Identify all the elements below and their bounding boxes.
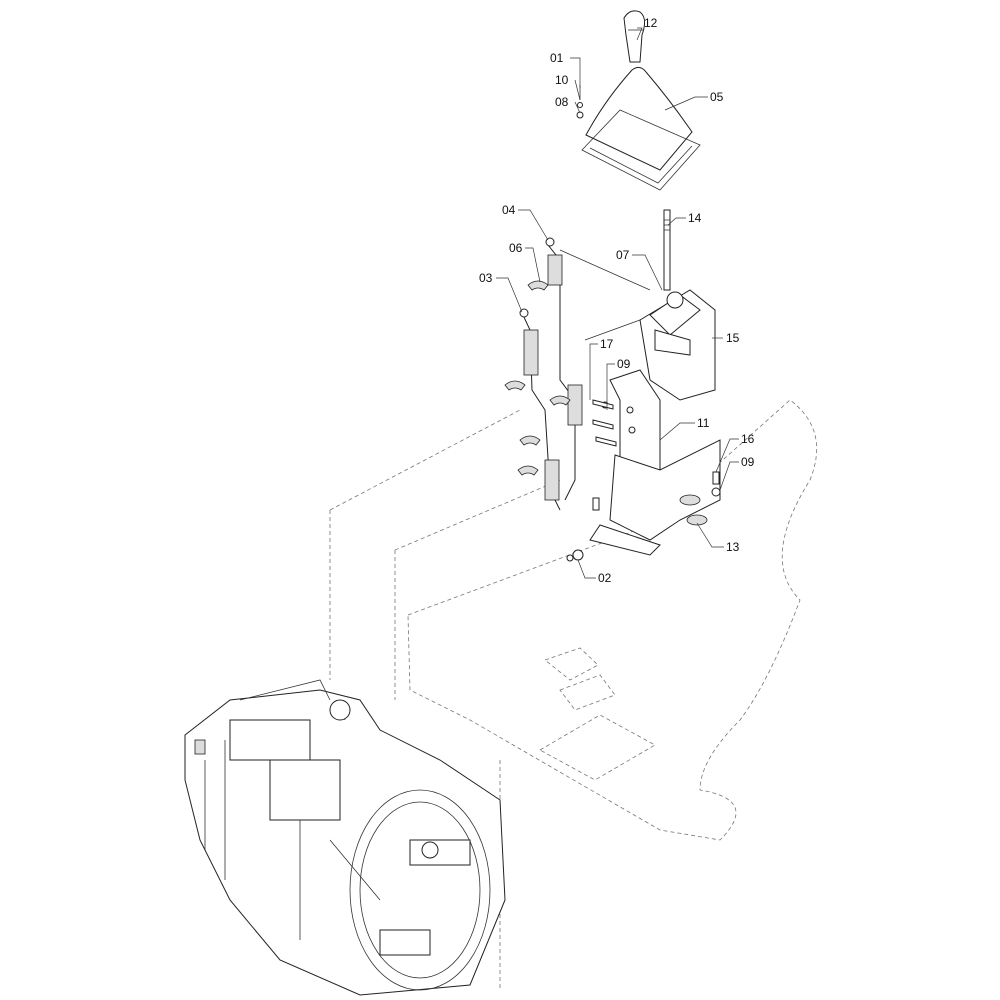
shift-boot	[581, 66, 701, 191]
floor-panel	[407, 399, 817, 841]
callout-02: 02	[598, 571, 612, 585]
shift-lever	[663, 209, 671, 291]
callout-10: 10	[555, 73, 569, 87]
shift-cables	[519, 237, 651, 511]
callout-03: 03	[479, 271, 493, 285]
callout-06: 06	[509, 241, 523, 255]
callout-08: 08	[555, 95, 569, 109]
transmission	[184, 679, 506, 996]
cable-clips	[504, 280, 571, 476]
shifter-housing	[639, 289, 716, 401]
callout-09: 09	[617, 357, 631, 371]
callout-09-second: 09	[741, 455, 755, 469]
bolts	[566, 399, 721, 562]
callout-14: 14	[688, 211, 702, 225]
callout-01: 01	[550, 51, 564, 65]
callout-12: 12	[644, 16, 658, 30]
callout-04: 04	[502, 203, 516, 217]
callout-15: 15	[726, 331, 740, 345]
leader-lines	[496, 27, 739, 579]
callout-13: 13	[726, 540, 740, 554]
callout-07: 07	[616, 248, 630, 262]
callout-17: 17	[600, 337, 614, 351]
mounting-bracket	[589, 369, 721, 556]
callout-11: 11	[697, 416, 710, 430]
callout-labels: 12 01 10 08 05 14 04 06 07 03 15 17 09 1…	[479, 16, 755, 585]
callout-16: 16	[741, 432, 755, 446]
callout-05: 05	[710, 90, 724, 104]
shift-knob	[623, 10, 646, 63]
fasteners-top	[576, 85, 584, 119]
